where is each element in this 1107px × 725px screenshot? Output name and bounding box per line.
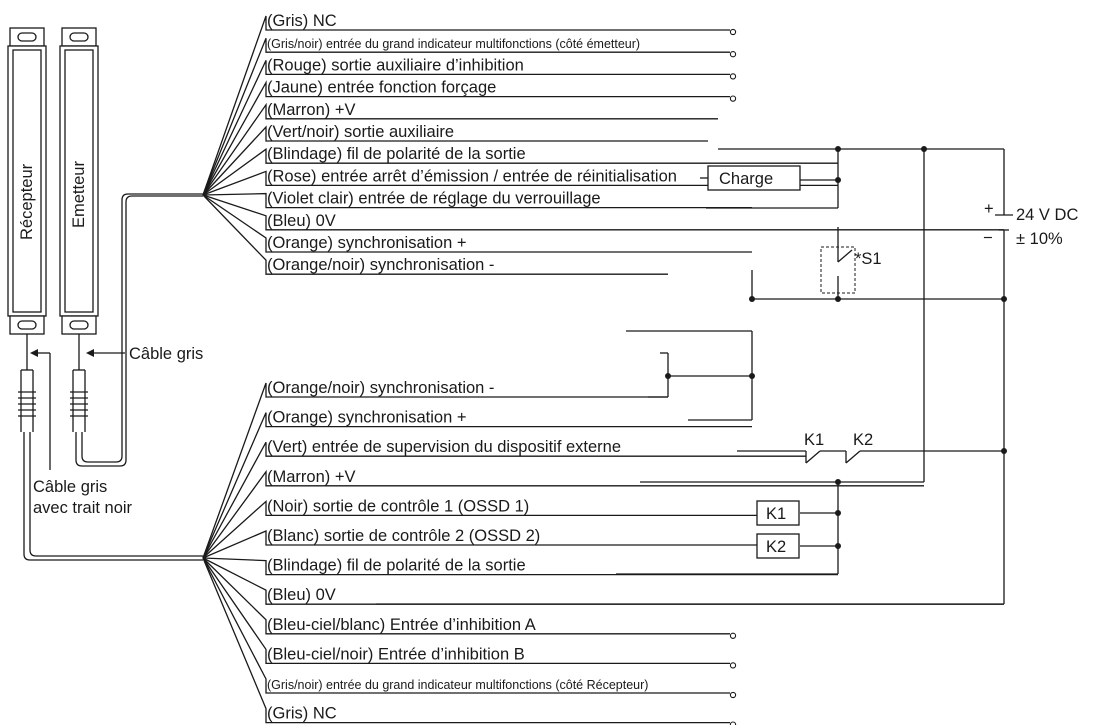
relay-k1-label: K1: [766, 505, 786, 523]
emitter-wire-label: (Rouge) sortie auxiliaire d’inhibition: [267, 56, 524, 74]
emitter-wire: [202, 125, 708, 196]
emitter-label: Emetteur: [70, 161, 88, 228]
receiver-wire-label: (Bleu-ciel/noir) Entrée d’inhibition B: [267, 645, 525, 663]
receiver-cable: [23, 432, 203, 561]
receiver-cable-label-line1: Câble gris: [33, 478, 107, 496]
receiver-wire: [202, 557, 730, 635]
receiver-wire-label: (Marron) +V: [267, 468, 355, 486]
switch-s1-label: *S1: [855, 250, 882, 268]
emitter-unit: Emetteur: [59, 27, 99, 335]
emitter-wire: [202, 170, 838, 196]
receiver-wire: [202, 412, 752, 559]
emitter-wire: [202, 192, 752, 209]
emitter-wire-label: (Blindage) fil de polarité de la sortie: [267, 145, 526, 163]
emitter-open-terminal: [729, 28, 737, 36]
emitter-wire: [202, 102, 718, 196]
receiver-wire-label: (Bleu-ciel/blanc) Entrée d’inhibition A: [267, 616, 536, 634]
receiver-wire-fan: (Orange/noir) synchronisation - (Orange) …: [202, 379, 1004, 725]
emitter-wire: [202, 15, 730, 196]
receiver-wire-label: (Noir) sortie de contrôle 1 (OSSD 1): [267, 497, 529, 515]
emitter-wire: [202, 60, 730, 196]
load-label: Charge: [719, 170, 773, 188]
emitter-connector: [70, 334, 88, 432]
emitter-open-terminal: [729, 95, 737, 102]
receiver-open-terminal: [729, 691, 737, 699]
emitter-wire: [202, 194, 668, 275]
receiver-wire-label: (Orange) synchronisation +: [267, 409, 466, 427]
receiver-wire-label: (Gris/noir) entrée du grand indicateur m…: [267, 678, 648, 692]
receiver-open-terminal: [729, 632, 737, 639]
psu-minus: −: [983, 229, 993, 247]
emitter-wire-label: (Vert/noir) sortie auxiliaire: [267, 123, 454, 141]
psu-tolerance: ± 10%: [1016, 230, 1063, 248]
emitter-wire: [202, 147, 838, 196]
emitter-open-terminal: [729, 51, 737, 58]
receiver-label: Récepteur: [18, 163, 36, 240]
emitter-wire-label: (Gris/noir) entrée du grand indicateur m…: [267, 37, 640, 51]
receiver-unit: Récepteur: [7, 27, 47, 335]
emitter-wire-label: (Jaune) entrée fonction forçage: [267, 79, 496, 97]
emitter-cable: [75, 195, 203, 467]
emitter-wire-fan: (Gris) NC (Gris/noir) entrée du grand ind…: [202, 12, 1004, 275]
contact-k2-label: K2: [853, 431, 873, 449]
emitter-open-terminal: [729, 73, 737, 80]
emitter-wire-label: (Violet clair) entrée de réglage du verr…: [267, 190, 601, 208]
psu-plus: +: [984, 200, 994, 218]
relay-k2-label: K2: [766, 538, 786, 556]
receiver-wire: [202, 557, 730, 724]
emitter-wire-label: (Marron) +V: [267, 101, 355, 119]
receiver-wire: [202, 530, 757, 559]
receiver-wire: [202, 557, 730, 665]
receiver-wire-label: (Gris) NC: [267, 705, 337, 723]
psu-voltage: 24 V DC: [1016, 206, 1078, 224]
receiver-wire: [202, 382, 668, 559]
emitter-wire-label: (Orange) synchronisation +: [267, 234, 466, 252]
receiver-wire: [202, 441, 806, 559]
emitter-wire-label: (Rose) entrée arrêt d’émission / entrée …: [267, 167, 677, 185]
emitter-cable-label: Câble gris: [129, 345, 203, 363]
emitter-wire: [202, 80, 730, 196]
receiver-wire: [202, 557, 838, 576]
receiver-wire-label: (Blanc) sortie de contrôle 2 (OSSD 2): [267, 527, 540, 545]
emitter-wire: [202, 194, 752, 253]
emitter-wire: [202, 37, 730, 196]
emitter-wire-label: (Orange/noir) synchronisation -: [267, 256, 494, 274]
receiver-wire-label: (Bleu) 0V: [267, 586, 336, 604]
receiver-connector: [18, 334, 36, 432]
receiver-wire-label: (Orange/noir) synchronisation -: [267, 379, 494, 397]
receiver-cable-callout: Câble gris avec trait noir: [30, 349, 133, 517]
receiver-wire-label: (Blindage) fil de polarité de la sortie: [267, 557, 526, 575]
receiver-wire: [202, 469, 924, 559]
receiver-wire: [202, 499, 757, 559]
receiver-open-terminal: [729, 662, 737, 669]
emitter-cable-callout: Câble gris: [86, 345, 203, 363]
emitter-wire-label: (Bleu) 0V: [267, 212, 336, 230]
contact-k1-label: K1: [804, 431, 824, 449]
emitter-wire: [202, 194, 1004, 231]
receiver-cable-label-line2: avec trait noir: [33, 499, 133, 517]
receiver-wire: [202, 557, 730, 694]
emitter-wire-label: (Gris) NC: [267, 12, 337, 30]
receiver-wire-label: (Vert) entrée de supervision du disposit…: [267, 438, 621, 456]
